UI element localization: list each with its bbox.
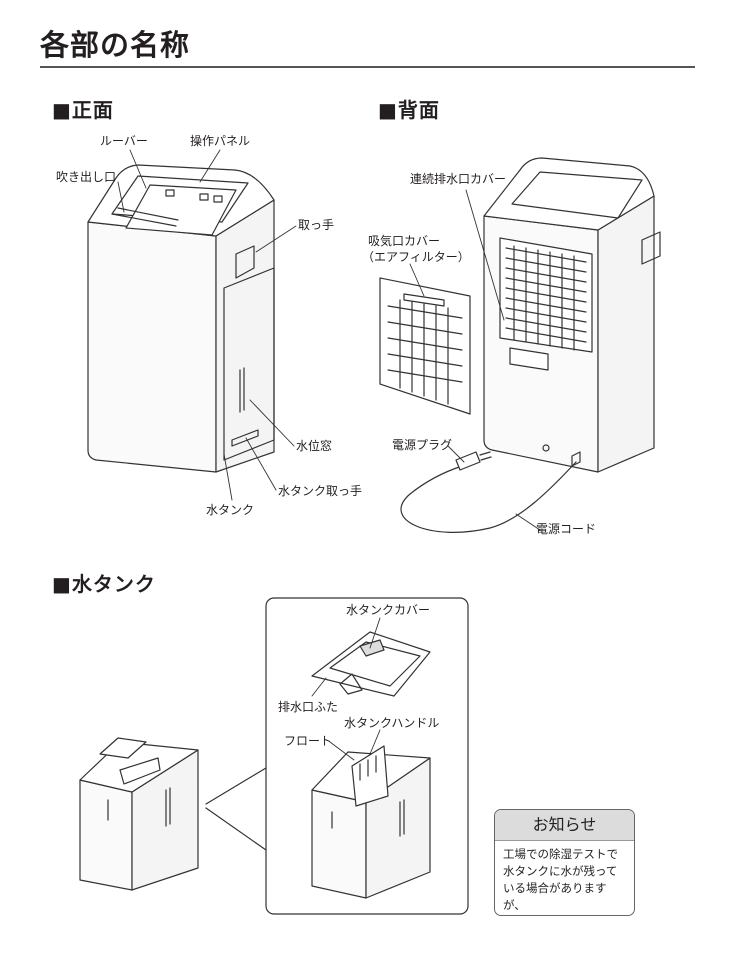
- label-tank-cover: 水タンクカバー: [346, 603, 431, 617]
- notice-box: お知らせ 工場での除湿テストで 水タンクに水が残って いる場合がありますが、 異…: [494, 809, 635, 916]
- label-water-window: 水位窓: [296, 439, 333, 453]
- label-carry-handle: 取っ手: [298, 218, 335, 232]
- tank-cover-drawing: [311, 631, 431, 697]
- section-back-title: ■背面: [378, 98, 440, 122]
- label-air-outlet: 吹き出し口: [56, 170, 117, 184]
- tank-closed-drawing: [311, 745, 431, 899]
- back-unit-drawing: [483, 157, 661, 473]
- label-intake-cover: 吸気口カバー: [368, 234, 441, 248]
- label-drain-cover: 連続排水口カバー: [410, 172, 507, 186]
- label-louver: ルーバー: [100, 134, 148, 148]
- tank-leader-lines: [311, 617, 381, 761]
- back-leader-lines: [409, 189, 541, 531]
- label-tank-handle: 水タンクハンドル: [344, 716, 440, 730]
- page-title: 各部の名称: [40, 28, 191, 62]
- notice-title: お知らせ: [495, 810, 634, 841]
- power-cord-drawing: [400, 451, 577, 533]
- front-unit-drawing: [87, 164, 275, 473]
- label-drain-lid: 排水口ふた: [278, 700, 339, 714]
- section-tank-title: ■水タンク: [52, 572, 156, 596]
- tank-open-drawing: [79, 737, 199, 891]
- label-water-tank: 水タンク: [206, 503, 255, 517]
- label-power-cord: 電源コード: [536, 522, 597, 536]
- notice-body: 工場での除湿テストで 水タンクに水が残って いる場合がありますが、 異常ではあり…: [503, 847, 618, 912]
- section-front-title: ■正面: [52, 98, 114, 122]
- label-power-plug: 電源プラグ: [392, 438, 453, 452]
- label-float: フロート: [284, 734, 333, 748]
- label-tank-handle-front: 水タンク取っ手: [278, 484, 363, 498]
- air-filter-drawing: [379, 277, 471, 415]
- zoom-frame: [205, 597, 469, 915]
- front-leader-lines: [117, 149, 297, 501]
- label-air-filter: （エアフィルター）: [362, 250, 470, 264]
- label-control-panel: 操作パネル: [190, 134, 251, 148]
- title-divider: [40, 66, 695, 68]
